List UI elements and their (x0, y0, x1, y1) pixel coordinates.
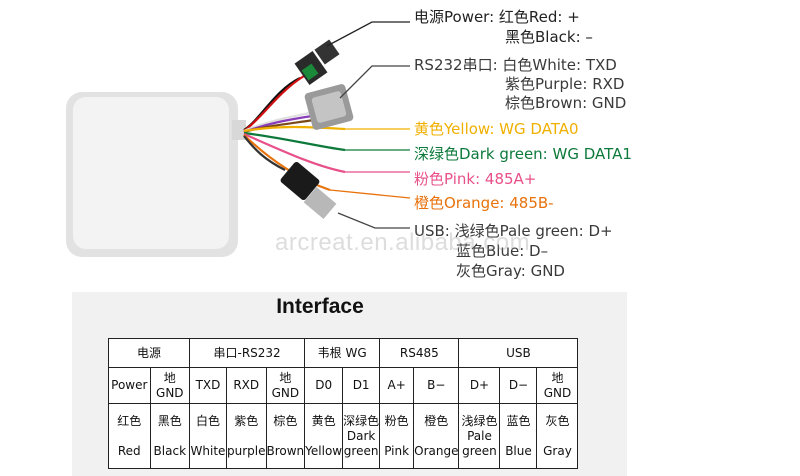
interface-title: Interface (276, 295, 364, 318)
wire-color-cell: 橙色 Orange (413, 403, 460, 469)
wire-color-cell: 灰色 Gray (536, 403, 579, 469)
usb-connector (280, 161, 337, 220)
wiring-diagram (66, 21, 411, 257)
signal-cell: D0 (304, 367, 344, 404)
group-cell: 串口-RS232 (188, 338, 306, 368)
wire-color-cell: 粉色 Pink (379, 403, 415, 469)
wire-color-cell: 紫色 purple (226, 403, 267, 469)
rs232-brown-label: 棕色Brown: GND (505, 94, 627, 112)
power-black-label: 黑色Black: – (505, 28, 593, 46)
watermark: arcreat.en.alibaba.com (275, 229, 531, 256)
orange-wire-label: 橙色Orange: 485B- (414, 194, 554, 212)
dark-green-wire-label: 深绿色Dark green: WG DATA1 (414, 145, 632, 163)
usb-label: USB: 浅绿色Pale green: D+ (414, 222, 613, 240)
db9-connector (304, 84, 354, 130)
signal-cell: D+ (458, 367, 501, 404)
wire-color-cell: 白色 White (189, 403, 227, 469)
signal-cell: B− (413, 367, 460, 404)
signal-cell: 地 GND (536, 367, 579, 404)
usb-blue-label: 蓝色Blue: D– (456, 242, 549, 260)
group-cell: 电源 (108, 338, 190, 368)
power-label: 电源Power: 红色Red: + (414, 8, 580, 26)
wire-color-cell: 黑色 Black (149, 403, 191, 469)
signal-cell: D1 (342, 367, 381, 404)
wire-color-cell: 红色 Red (108, 403, 151, 469)
leader-lines (326, 21, 411, 229)
pink-wire-label: 粉色Pink: 485A+ (414, 170, 537, 188)
rs232-purple-label: 紫色Purple: RXD (505, 75, 625, 93)
group-cell: USB (458, 338, 579, 368)
usb-gray-label: 灰色Gray: GND (456, 262, 565, 280)
signal-cell: 地 GND (265, 367, 306, 404)
signal-cell: TXD (189, 367, 227, 404)
signal-cell: A+ (379, 367, 415, 404)
power-connector (294, 39, 340, 85)
signal-cell: D− (499, 367, 538, 404)
rs232-label: RS232串口: 白色White: TXD (414, 56, 617, 74)
group-cell: RS485 (379, 338, 460, 368)
cable-bundle (243, 75, 346, 192)
signal-cell: Power (108, 367, 151, 404)
signal-cell: RXD (226, 367, 267, 404)
reader-device (66, 92, 246, 257)
wire-color-cell: 深绿色 Dark green (342, 403, 381, 469)
signal-cell: 地 GND (149, 367, 191, 404)
wire-color-cell: 棕色 Brown (265, 403, 306, 469)
wire-color-cell: 黄色 Yellow (304, 403, 344, 469)
wire-color-cell: 蓝色 Blue (499, 403, 538, 469)
table-row-groups: 电源 串口-RS232 韦根 WG RS485 USB (108, 338, 579, 368)
group-cell: 韦根 WG (304, 338, 381, 368)
wire-color-cell: 浅绿色 Pale green (458, 403, 501, 469)
yellow-wire-label: 黄色Yellow: WG DATA0 (414, 120, 579, 138)
